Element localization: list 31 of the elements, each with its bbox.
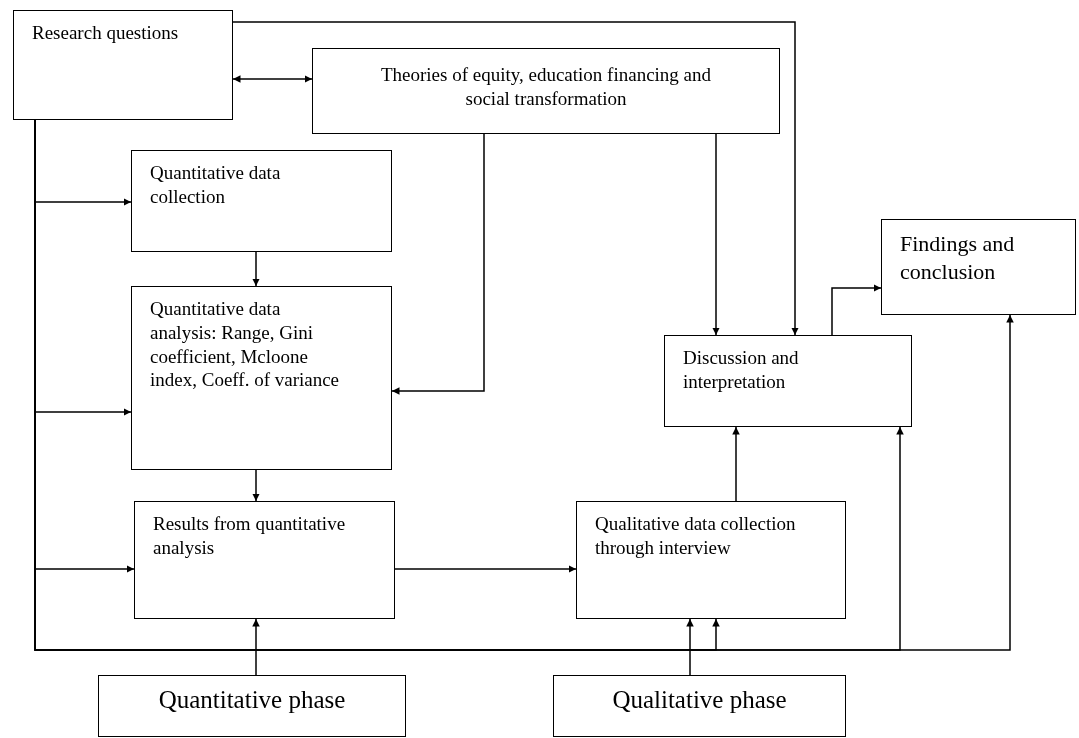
arrow [252,469,260,502]
box-label: Findings and conclusion [900,230,1016,285]
box-label: Qualitative data collection through interview [595,512,797,560]
box-label: Quantitative data analysis: Range, Gini coefficient, Mcloone index, Coeff. of variance [150,297,341,392]
process-box [131,286,392,470]
process-box [881,219,1076,315]
box-label: Research questions [32,21,179,45]
process-box [553,675,846,737]
arrow [252,251,260,287]
box-label: Quantitative phase [158,685,346,715]
box-label: Results from quantitative analysis [153,512,347,560]
process-box [98,675,406,737]
arrow [232,21,799,336]
box-label: Quantitative data collection [150,161,282,209]
arrow [252,618,260,676]
arrow [831,284,882,336]
process-box [134,501,395,619]
arrow [686,618,694,676]
arrow [232,75,313,83]
arrow [712,133,720,336]
process-box [13,10,233,120]
process-box [312,48,780,134]
arrow [394,565,577,573]
process-box [576,501,846,619]
process-box [131,150,392,252]
box-label: Qualitative phase [612,685,787,715]
arrow [732,426,740,502]
box-label: Discussion and interpretation [683,346,800,394]
process-box [664,335,912,427]
arrow [391,133,485,395]
box-label: Theories of equity, education financing and social transformation [379,63,713,111]
